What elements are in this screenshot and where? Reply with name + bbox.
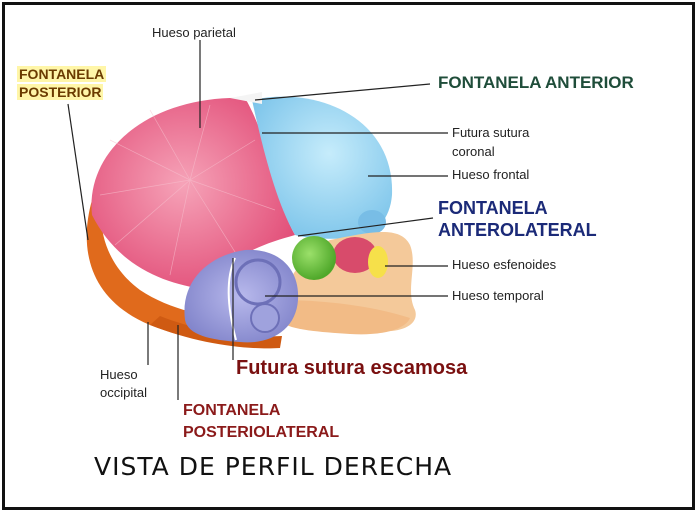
label-fontanela-posteriolateral-1: FONTANELA [183, 402, 281, 419]
ear-opening [250, 303, 280, 333]
label-hueso-frontal: Hueso frontal [452, 167, 530, 182]
diagram-caption: VISTA DE PERFIL DERECHA [94, 452, 453, 481]
label-hueso-occipital-2: occipital [100, 385, 147, 400]
label-futura-sutura-coronal-2: coronal [452, 144, 495, 159]
sphenoid-green [292, 236, 336, 280]
temporal-ring [234, 258, 282, 306]
occipital-bone [86, 200, 240, 343]
label-fontanela-posterior-1: FONTANELA [17, 66, 107, 83]
label-fontanela-anterolateral-2: ANTEROLATERAL [438, 220, 597, 240]
label-futura-sutura-escamosa: Futura sutura escamosa [236, 357, 468, 379]
label-fontanela-anterolateral-1: FONTANELA [438, 198, 548, 218]
leader-lines [67, 40, 448, 400]
fontanel-anterior-shape [230, 92, 262, 104]
mandible-bone [280, 300, 410, 335]
label-hueso-parietal: Hueso parietal [152, 25, 236, 40]
label-fontanela-anterior: FONTANELA ANTERIOR [438, 73, 634, 92]
label-fontanela-posterior-2: POSTERIOR [17, 84, 104, 101]
label-hueso-temporal: Hueso temporal [452, 288, 544, 303]
orbit-blue [358, 210, 386, 234]
sphenoid-yellow [368, 246, 388, 278]
label-hueso-occipital-1: Hueso [100, 367, 138, 382]
label-futura-sutura-coronal-1: Futura sutura [452, 125, 530, 140]
label-fontanela-posteriolateral-2: POSTERIOLATERAL [183, 424, 340, 441]
label-hueso-esfenoides: Hueso esfenoides [452, 257, 557, 272]
squamous-suture [227, 257, 237, 341]
sphenoid-red [333, 237, 377, 273]
parietal-bone [91, 97, 295, 290]
frontal-bone [252, 96, 393, 239]
